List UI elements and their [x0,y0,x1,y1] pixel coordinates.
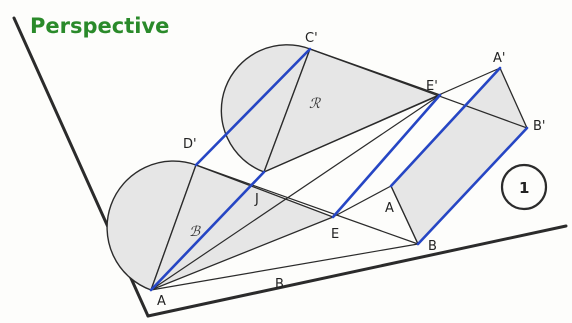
face-label-lower: ℬ [189,224,201,240]
label-a: A [157,294,166,309]
label-b-prime: B' [533,119,546,134]
label-a-prime: A' [493,51,505,66]
label-b: B [275,277,284,292]
badge-circle [500,163,548,211]
blue-parallels [149,47,529,292]
semicircle-lower [106,160,197,291]
label-c-prime: C' [305,31,318,46]
ground-line-bottom [146,224,568,318]
badge-number: 1 [519,179,529,197]
face-label-upper: ℛ [309,96,321,112]
label-d-prime: D' [183,137,197,152]
construction-lines [150,48,528,291]
semicircle-upper [220,44,311,173]
label-e: E [331,227,339,242]
diagram-title: Perspective [30,14,169,38]
label-a-lower: A [385,201,394,216]
label-e-prime: E' [426,79,438,94]
label-j: J [254,192,259,207]
label-b-lower: B [428,239,437,254]
